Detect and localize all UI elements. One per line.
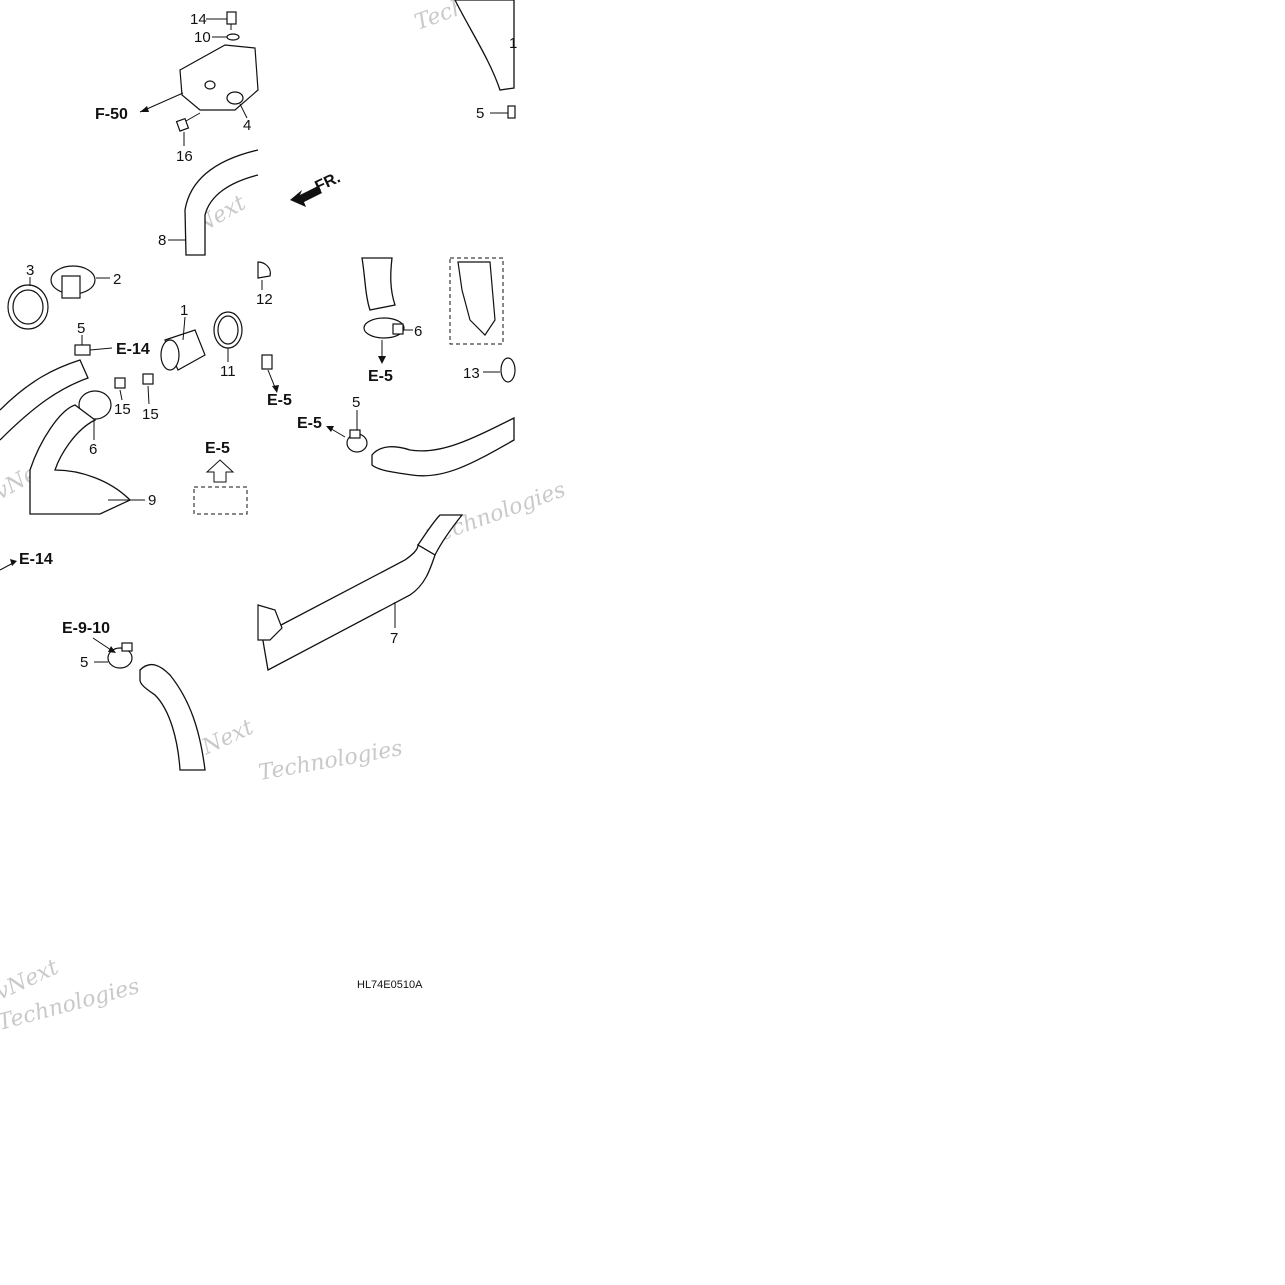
- tile-thermostat: 3 2 5 E-14 1 11 15 15 6 E-5 9: [0, 262, 248, 515]
- hose-top: [417, 514, 464, 556]
- tile-bypass-hose: E-14 E-9-10 5: [0, 551, 206, 771]
- hose-8: [184, 149, 259, 256]
- part-label: 1: [509, 35, 517, 52]
- part-label: 16: [176, 148, 193, 165]
- front-direction-arrow: FR.: [290, 169, 343, 207]
- part-label: 13: [463, 365, 480, 382]
- bolt-14-icon: [226, 11, 237, 25]
- part-label: 2: [113, 271, 121, 288]
- reference-label: E-5: [368, 368, 393, 385]
- part-label: 8: [158, 232, 166, 249]
- drawing-code: HL74E0510A: [357, 979, 423, 991]
- hose-long: [371, 416, 515, 477]
- bolt-16-icon: [175, 117, 190, 132]
- reference-label: E-5: [297, 415, 322, 432]
- part-label: 5: [77, 320, 85, 337]
- clamp-5-icon: [507, 105, 516, 119]
- part-label: 9: [148, 492, 156, 509]
- housing-boss: [226, 91, 244, 105]
- bracket-inset: [193, 486, 248, 515]
- part-label: 11: [220, 363, 236, 380]
- bolt-15-icon: [142, 373, 154, 385]
- tile-water-pipe: 7: [257, 514, 464, 671]
- water-pipe-7: [261, 543, 436, 671]
- part-12: [257, 261, 271, 279]
- part-label: 3: [26, 262, 34, 279]
- reference-label: E-14: [19, 551, 53, 568]
- bypass-hose: [139, 663, 206, 771]
- housing-port: [204, 80, 216, 90]
- bolt-15-icon: [114, 377, 126, 389]
- front-label: FR.: [313, 169, 344, 195]
- hose-left: [0, 359, 89, 441]
- clamp-13-icon: [500, 357, 516, 383]
- part-label: 6: [89, 441, 97, 458]
- reference-label: E-14: [116, 341, 150, 358]
- up-arrow-icon: [205, 459, 235, 483]
- reference-label: E-5: [205, 440, 230, 457]
- hose-9: [29, 404, 132, 515]
- part-label: 5: [80, 654, 88, 671]
- reference-label: E-9-10: [62, 620, 110, 637]
- bracket-inset: [449, 257, 504, 345]
- watermark-text: Technologies: [257, 736, 405, 786]
- part-label: 12: [256, 291, 273, 308]
- part-label: 14: [190, 11, 207, 28]
- clamp-screw: [349, 429, 361, 439]
- part-label: 4: [243, 117, 251, 134]
- tile-lower-hoses: 12 6 E-5 E-5 13 5 E-5: [256, 257, 516, 477]
- washer-icon: [226, 33, 240, 41]
- clamp-5-icon: [74, 344, 91, 356]
- part-label: 7: [390, 630, 398, 647]
- clamp-screw: [392, 323, 404, 335]
- hose-upper-right: [361, 257, 396, 311]
- clamp-screw: [121, 642, 133, 652]
- pipe-fitting: [257, 604, 283, 641]
- clamp-5-icon: [107, 647, 133, 669]
- part-label: 5: [352, 394, 360, 411]
- reference-label: F-50: [95, 106, 128, 123]
- hose-upper: [454, 0, 515, 91]
- part-label: 5: [476, 105, 484, 122]
- part-label: 1: [180, 302, 188, 319]
- reference-label: E-5: [267, 392, 292, 409]
- pipe-flange: [160, 339, 180, 371]
- thermostat-housing: [179, 44, 259, 111]
- tile-thermostat-housing: 14 10 F-50 4 16 8: [95, 11, 259, 256]
- bracket: [457, 261, 496, 336]
- watermark-text: Technologies: [424, 477, 569, 550]
- part-label: 10: [194, 29, 211, 46]
- watermarks: Technologies vNext Technologies vNext vN…: [0, 0, 569, 1036]
- part-label: 15: [142, 406, 159, 423]
- fitting-icon: [261, 354, 273, 370]
- thermostat-body: [61, 275, 81, 299]
- clamp-6-icon: [78, 390, 112, 420]
- tile-upper-right: 5 1 FR.: [290, 0, 517, 207]
- part-label: 6: [414, 323, 422, 340]
- part-label: 15: [114, 401, 131, 418]
